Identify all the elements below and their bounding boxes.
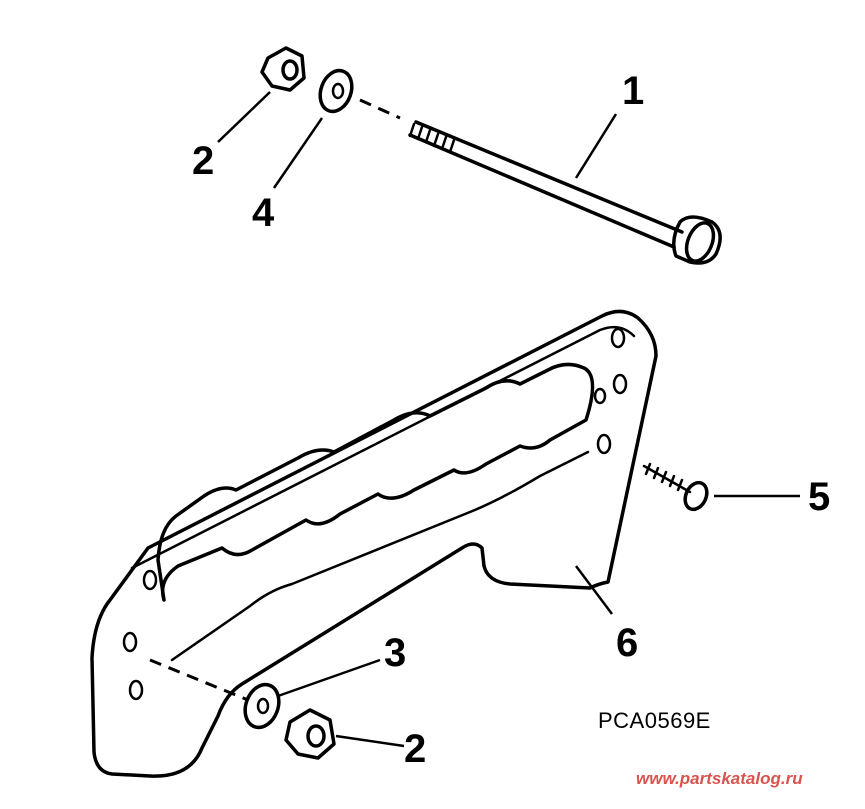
watermark: www.partskatalog.ru bbox=[636, 769, 803, 788]
washer-part-top bbox=[318, 68, 354, 114]
plate-part bbox=[90, 309, 658, 778]
nut-part-bottom bbox=[284, 708, 336, 760]
callout-4: 4 bbox=[252, 191, 275, 235]
callout-1: 1 bbox=[622, 69, 644, 113]
assembly-line-bottom bbox=[149, 658, 249, 702]
bolt-part bbox=[408, 120, 722, 265]
screw-part bbox=[642, 462, 709, 512]
callout-2-bottom: 2 bbox=[404, 727, 426, 771]
leader-lines bbox=[217, 91, 800, 748]
callout-6: 6 bbox=[616, 621, 638, 665]
callout-5: 5 bbox=[808, 475, 830, 519]
washer-part-bottom bbox=[243, 682, 281, 730]
assembly-line-top bbox=[359, 98, 401, 120]
callout-2-top: 2 bbox=[192, 139, 214, 183]
figure-code: PCA0569E bbox=[598, 708, 711, 733]
nut-part-top bbox=[260, 46, 306, 92]
callout-3: 3 bbox=[384, 631, 406, 675]
